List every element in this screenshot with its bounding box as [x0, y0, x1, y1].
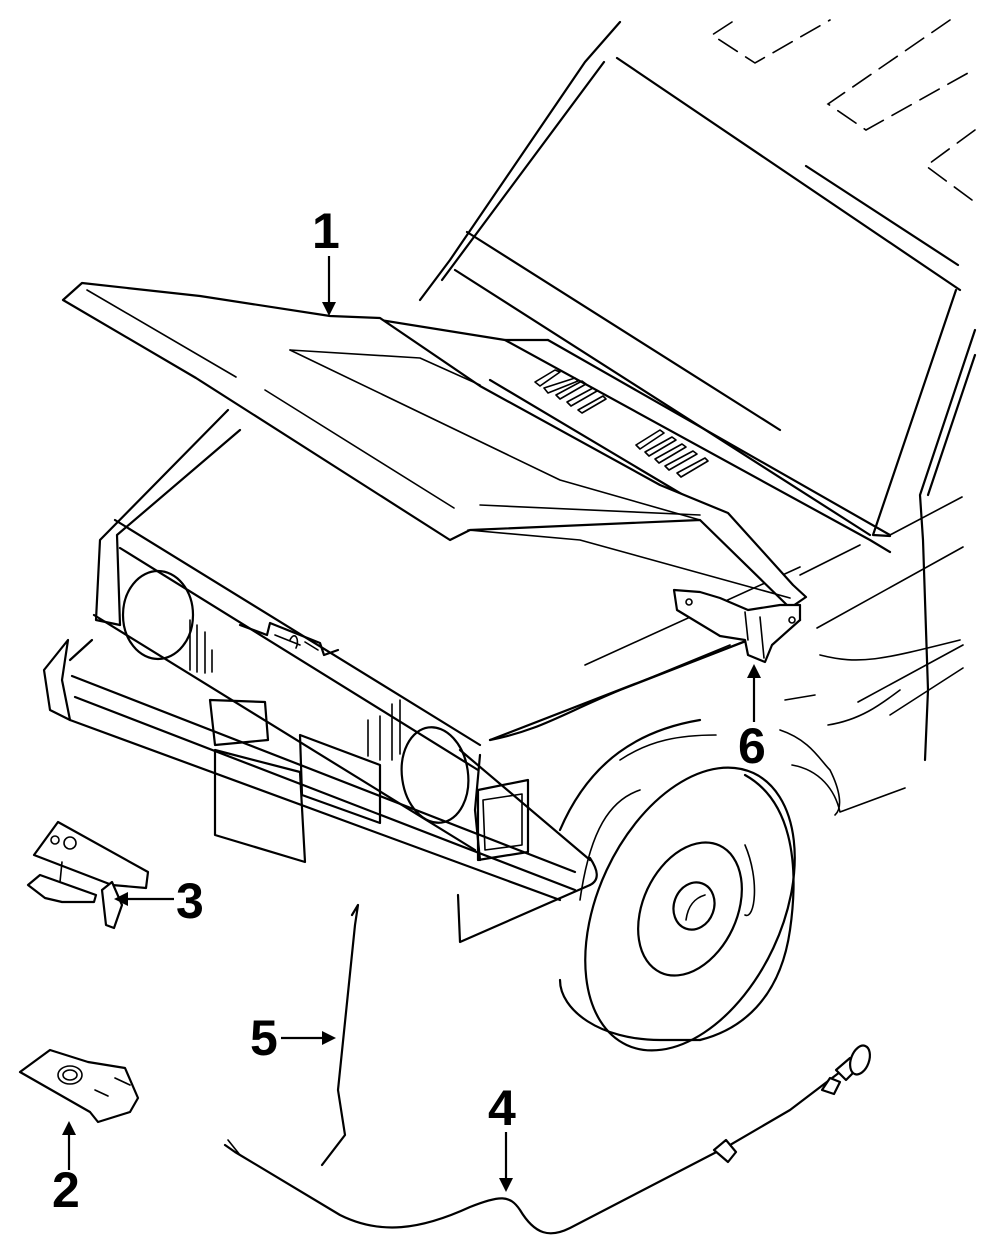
callout-3: 3	[114, 873, 204, 929]
callout-5: 5	[250, 1010, 336, 1066]
windshield	[418, 20, 962, 538]
prop-rod	[320, 903, 360, 1167]
hood-lock-striker	[26, 820, 150, 930]
callout-number-2: 2	[52, 1162, 80, 1218]
callout-number-3: 3	[176, 873, 204, 929]
door-pillar	[799, 328, 977, 762]
callout-number-4: 4	[488, 1080, 516, 1136]
callout-6: 6	[738, 664, 766, 774]
hood	[61, 281, 808, 610]
front-wheel	[584, 766, 796, 1052]
release-cable	[223, 1044, 871, 1235]
callout-number-6: 6	[738, 718, 766, 774]
vent-slots-left	[534, 369, 607, 414]
callout-2: 2	[52, 1121, 80, 1218]
hood-hinge	[672, 588, 802, 664]
vent-slots-right	[635, 429, 709, 478]
callout-number-1: 1	[312, 203, 340, 259]
callout-1: 1	[312, 203, 340, 316]
cab-roof	[710, 19, 976, 201]
grille	[42, 518, 598, 944]
hood-latch	[18, 1048, 140, 1124]
callout-number-5: 5	[250, 1010, 278, 1066]
cowl-vents	[378, 318, 892, 554]
callout-4: 4	[488, 1080, 516, 1192]
